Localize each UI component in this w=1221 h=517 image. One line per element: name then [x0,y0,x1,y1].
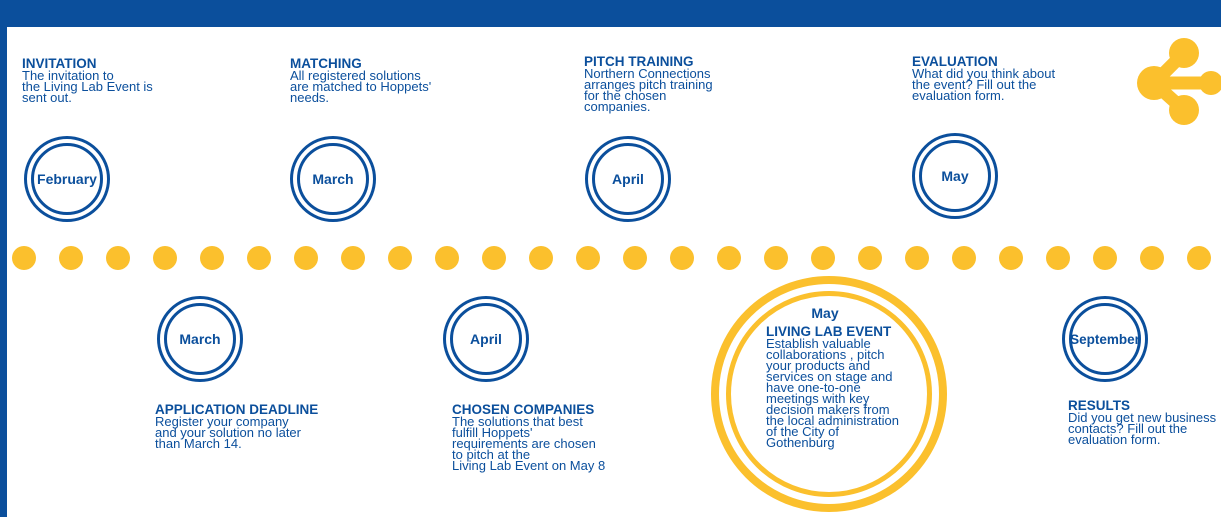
month-label: March [297,143,369,215]
timeline-dot [670,246,694,270]
timeline-dot [999,246,1023,270]
timeline-dot [200,246,224,270]
event-title: EVALUATION [912,54,998,69]
timeline-dot [12,246,36,270]
timeline-dot [1093,246,1117,270]
timeline-dot [1140,246,1164,270]
timeline-dot [811,246,835,270]
timeline-dot [1187,246,1211,270]
timeline-dot [435,246,459,270]
event-chosen-companies: CHOSEN COMPANIES The solutions that best… [452,402,606,473]
month-label: March [164,303,236,375]
timeline-dot [106,246,130,270]
month-circle-march: March [290,136,376,222]
event-title: RESULTS [1068,398,1131,413]
month-circle-april: April [443,296,529,382]
event-description: Did you get new business contacts? Fill … [1068,410,1217,447]
event-invitation: INVITATION The invitation to the Living … [22,56,153,105]
timeline-dot [153,246,177,270]
timeline-dot [623,246,647,270]
month-label: May [919,140,991,212]
yellow-network-nodes-icon [1137,38,1221,125]
month-label: April [450,303,522,375]
timeline-dot [858,246,882,270]
event-month: May [811,305,839,321]
month-circle-may: May [912,133,998,219]
timeline-dot [905,246,929,270]
event-description: Northern Connections arranges pitch trai… [584,66,713,114]
event-title: MATCHING [290,56,362,71]
top-banner-bar [0,0,1221,27]
event-matching: MATCHING All registered solutions are ma… [290,56,432,105]
timeline-dot [952,246,976,270]
event-description: The solutions that best fulfill Hoppets'… [452,414,606,473]
event-living-lab: LIVING LAB EVENT Establish valuable coll… [766,324,899,450]
timeline-dot [59,246,83,270]
timeline-dot [388,246,412,270]
timeline-dot [764,246,788,270]
event-pitch-training: PITCH TRAINING Northern Connections arra… [584,54,713,114]
event-description: Establish valuable collaborations , pitc… [766,336,899,450]
timeline-dot [294,246,318,270]
event-description: The invitation to the Living Lab Event i… [22,68,153,105]
event-title: CHOSEN COMPANIES [452,402,595,417]
month-label: September [1069,303,1141,375]
event-evaluation: EVALUATION What did you think about the … [912,54,1056,103]
timeline-dot [529,246,553,270]
timeline-dot [576,246,600,270]
event-title: LIVING LAB EVENT [766,324,892,339]
event-results: RESULTS Did you get new business contact… [1068,398,1217,447]
timeline-dot [1046,246,1070,270]
highlight-ring-inner [726,291,932,497]
month-circle-april: April [585,136,671,222]
event-description: What did you think about the event? Fill… [912,66,1056,103]
event-title: PITCH TRAINING [584,54,694,69]
left-border-bar [0,27,7,517]
event-description: All registered solutions are matched to … [290,68,432,105]
event-title: INVITATION [22,56,97,71]
timeline-dot [341,246,365,270]
event-description: Register your company and your solution … [155,414,301,451]
month-label: April [592,143,664,215]
month-label: February [31,143,103,215]
timeline-dot [482,246,506,270]
month-circle-march: March [157,296,243,382]
month-circle-september: September [1062,296,1148,382]
timeline-dot [717,246,741,270]
timeline-dot [247,246,271,270]
event-title: APPLICATION DEADLINE [155,402,319,417]
month-circle-february: February [24,136,110,222]
event-application-deadline: APPLICATION DEADLINE Register your compa… [155,402,319,451]
